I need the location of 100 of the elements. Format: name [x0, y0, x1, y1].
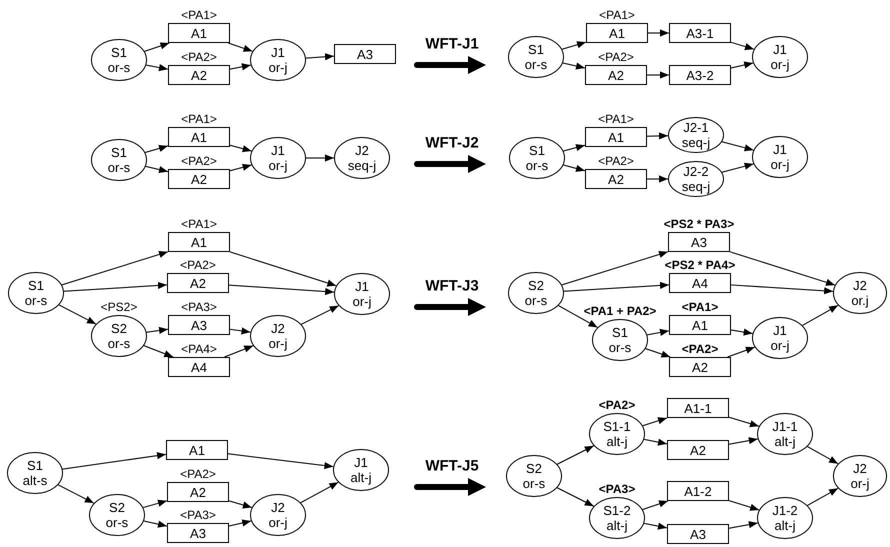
arrow [806, 488, 839, 506]
activity-name: A3 [357, 48, 373, 60]
arrow [730, 284, 834, 294]
arrow [562, 62, 586, 70]
arrow [806, 446, 839, 464]
arrow [556, 487, 594, 507]
activity-name: A1-2 [684, 484, 712, 498]
gateway-ellipse [91, 39, 147, 81]
arrow [728, 437, 758, 445]
node-type: or-s [108, 160, 130, 175]
activity-box [669, 357, 731, 377]
node-type: alt-s [22, 473, 48, 488]
gateway-ellipse [334, 137, 390, 179]
node-name: S1 [612, 325, 628, 340]
activity-name: A1-1 [684, 402, 712, 414]
gateway-ellipse [509, 137, 565, 179]
arrow [228, 453, 334, 470]
transformation-label: WFT-J3 [425, 278, 479, 294]
annotation-label: <PA2> [181, 51, 217, 64]
activity-name: A4 [692, 276, 708, 290]
gateway-ellipse [508, 272, 564, 314]
arrow [646, 328, 670, 336]
arrow [230, 251, 337, 286]
arrow [730, 251, 836, 286]
node-name: J2 [853, 278, 867, 293]
node-name: J2 [271, 321, 285, 336]
node-type: or.j [851, 293, 869, 308]
arrow [645, 348, 671, 358]
node-name: S2 [111, 321, 127, 336]
node-type: or-s [24, 293, 48, 308]
arrow [58, 484, 94, 504]
activity-name: A4 [191, 360, 207, 374]
node-name: J1-2 [772, 503, 798, 518]
node-type: or-s [108, 336, 130, 351]
arrow [728, 500, 760, 511]
gateway-ellipse [333, 449, 389, 491]
activity-name: A3 [691, 236, 707, 248]
node-type: or-j [770, 57, 790, 72]
gateway-ellipse [508, 36, 564, 78]
node-name: J2 [853, 461, 867, 476]
annotation-label: <PS2 * PA3> [664, 218, 734, 231]
node-name: J2 [355, 143, 369, 158]
arrow [646, 132, 669, 140]
activity-box [667, 481, 729, 501]
arrow [230, 63, 252, 70]
arrow [305, 53, 334, 60]
activity-name: A3 [190, 526, 206, 540]
activity-name: A1 [191, 130, 207, 144]
node-type: seq-j [682, 135, 710, 150]
annotation-label: <PA1> [599, 9, 635, 22]
gateway-ellipse [757, 413, 813, 455]
arrow [730, 42, 754, 50]
arrow [63, 282, 168, 292]
annotation-label: <PA2> [598, 155, 634, 168]
activity-name: A2 [690, 444, 706, 456]
activity-box [668, 232, 730, 252]
arrow [143, 520, 168, 528]
gateway-ellipse [833, 272, 887, 314]
gateway-ellipse [589, 413, 645, 455]
arrow [61, 250, 168, 286]
node-name: S1 [28, 278, 44, 293]
node-type: or-s [608, 340, 632, 355]
node-type: or-j [268, 158, 288, 173]
activity-box [168, 232, 230, 252]
activity-name: A3 [690, 528, 706, 540]
arrow [146, 326, 168, 334]
arrow [644, 522, 668, 530]
arrow [562, 144, 586, 152]
activity-name: A1 [191, 26, 207, 40]
arrow [721, 162, 754, 173]
gateway-ellipse [592, 319, 648, 361]
gateway-ellipse [752, 36, 808, 78]
activity-box [585, 127, 647, 147]
arrow [727, 346, 756, 358]
activity-name: A2 [608, 172, 624, 186]
activity-box [168, 315, 230, 335]
arrow [228, 42, 254, 52]
node-name: S1-1 [603, 419, 631, 434]
node-type: or-j [770, 338, 790, 353]
node-type: alt-j [606, 434, 628, 449]
arrow [144, 144, 168, 153]
transformation-label: WFT-J2 [425, 136, 479, 150]
gateway-ellipse [250, 315, 306, 357]
arrow [306, 154, 334, 162]
activity-name: A2 [190, 486, 206, 498]
annotation-label: <PS2> [100, 301, 138, 314]
activity-box [167, 523, 229, 543]
gateway-ellipse [250, 137, 306, 179]
node-type: seq-j [682, 179, 710, 194]
annotation-label: <PA1> [598, 113, 634, 126]
gateway-ellipse [89, 494, 145, 536]
arrow [730, 62, 754, 69]
node-name: S1-2 [603, 503, 631, 518]
node-type: or-j [268, 336, 288, 351]
arrow [562, 164, 586, 172]
activity-box [586, 23, 648, 43]
node-name: J1 [773, 142, 787, 157]
arrow [228, 284, 335, 296]
arrow [721, 141, 754, 152]
node-type: or-j [352, 294, 372, 309]
